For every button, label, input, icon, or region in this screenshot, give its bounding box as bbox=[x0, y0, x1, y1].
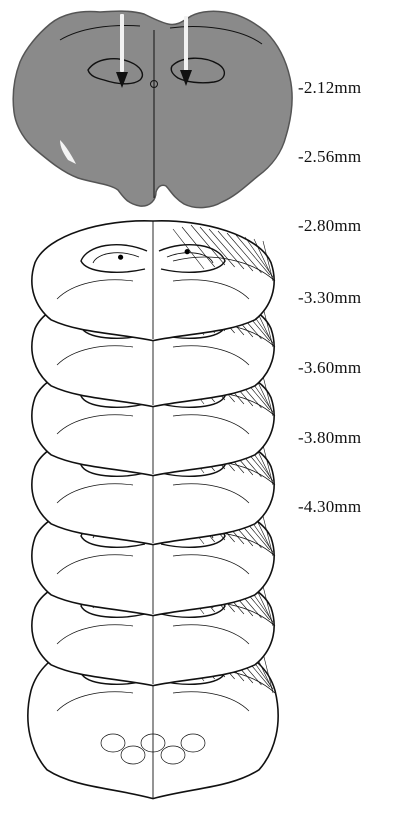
cannula-track-right bbox=[184, 16, 188, 72]
ap-level-label: -3.30mm bbox=[298, 288, 361, 308]
cannula-placement-marker bbox=[118, 255, 123, 260]
ap-level-label: -2.56mm bbox=[298, 147, 361, 167]
atlas-section bbox=[32, 221, 275, 341]
ap-level-label: -2.12mm bbox=[298, 78, 361, 98]
cannula-track-left bbox=[120, 14, 124, 72]
section-tissue bbox=[13, 11, 292, 208]
cannula-placement-marker bbox=[185, 249, 190, 254]
ap-level-label: -3.60mm bbox=[298, 358, 361, 378]
ap-level-label: -2.80mm bbox=[298, 216, 361, 236]
ap-level-label: -3.80mm bbox=[298, 428, 361, 448]
ap-level-label: -4.30mm bbox=[298, 497, 361, 517]
brain-section-photo bbox=[0, 0, 394, 215]
